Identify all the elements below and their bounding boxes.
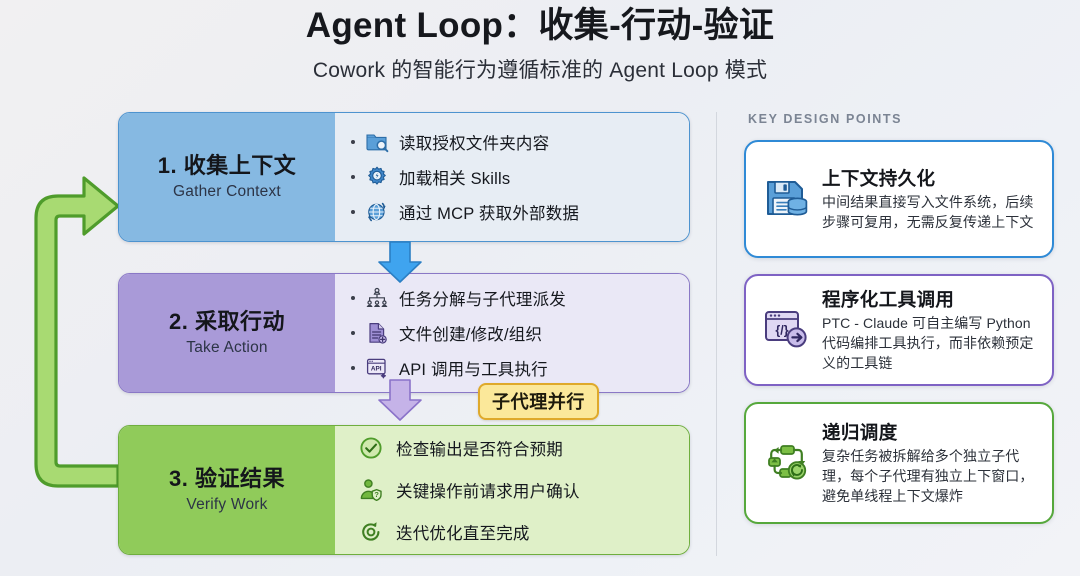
bullet-dot	[351, 366, 355, 370]
design-point-card-programmatic-tool-calling[interactable]: {/} 程序化工具调用 PTC - Claude 可自主编写 Python 代码…	[744, 274, 1054, 386]
bullet-text: 任务分解与子代理派发	[399, 291, 566, 309]
document-add-icon	[364, 320, 390, 346]
key-design-points-column: KEY DESIGN POINTS 上下文持久化 中间结果直接写入文件系统，后续…	[744, 112, 1054, 540]
svg-text:{/}: {/}	[775, 323, 788, 337]
flow-column: 1. 收集上下文 Gather Context 读取授权文件夹内容	[118, 112, 690, 555]
bullet-dot	[351, 140, 355, 144]
bullet-item: 任务分解与子代理派发	[351, 285, 677, 311]
step-bullets-panel: 任务分解与子代理派发 文件创建/修改/组织	[335, 274, 689, 392]
step-bullets-panel: 读取授权文件夹内容 加载相关 Skills	[335, 113, 689, 241]
bullet-text: API 调用与工具执行	[399, 361, 548, 379]
bullet-dot	[351, 296, 355, 300]
code-window-arrow-icon: {/}	[756, 304, 818, 356]
bullet-text: 关键操作前请求用户确认	[396, 483, 580, 501]
api-window-icon: API	[364, 355, 390, 381]
bullet-dot	[351, 331, 355, 335]
svg-text:API: API	[371, 365, 382, 372]
check-circle-icon	[357, 434, 385, 462]
step-title-en: Verify Work	[186, 496, 268, 514]
column-divider	[716, 112, 717, 556]
flow-step-gather-context[interactable]: 1. 收集上下文 Gather Context 读取授权文件夹内容	[118, 112, 690, 242]
card-description: 复杂任务被拆解给多个独立子代理，每个子代理有独立上下窗口，避免单线程上下文爆炸	[822, 448, 1034, 504]
section-label: KEY DESIGN POINTS	[748, 112, 903, 126]
feedback-loop-arrow-icon	[22, 138, 122, 543]
card-title: 递归调度	[822, 422, 898, 444]
card-description: 中间结果直接写入文件系统，后续步骤可复用，无需反复传递上下文	[822, 194, 1034, 230]
bullet-item: 加载相关 Skills	[351, 164, 677, 190]
bullet-text: 文件创建/修改/组织	[399, 326, 543, 344]
bullet-item: 迭代优化直至完成	[351, 518, 677, 546]
step-label-panel: 2. 采取行动 Take Action	[119, 274, 335, 392]
bullet-text: 检查输出是否符合预期	[396, 441, 563, 459]
page-title: Agent Loop：收集-行动-验证	[305, 6, 775, 45]
bullet-dot	[351, 175, 355, 179]
bullet-text: 迭代优化直至完成	[396, 525, 530, 543]
bullet-item: ? 关键操作前请求用户确认	[351, 476, 677, 504]
down-arrow-blue-icon	[372, 240, 428, 289]
bullet-item: 读取授权文件夹内容	[351, 129, 677, 155]
svg-text:?: ?	[374, 490, 379, 499]
step-title-cn: 3. 验证结果	[169, 465, 285, 491]
card-text: 上下文持久化 中间结果直接写入文件系统，后续步骤可复用，无需反复传递上下文	[818, 165, 1040, 233]
gear-lightning-icon	[364, 164, 390, 190]
user-shield-question-icon: ?	[357, 476, 385, 504]
flow-step-take-action[interactable]: 2. 采取行动 Take Action	[118, 273, 690, 393]
step-title-en: Gather Context	[173, 183, 281, 201]
down-arrow-purple-icon	[372, 378, 428, 427]
step-label-panel: 1. 收集上下文 Gather Context	[119, 113, 335, 241]
bullet-text: 加载相关 Skills	[399, 170, 511, 188]
bullet-text: 通过 MCP 获取外部数据	[399, 205, 580, 223]
parallel-subagents-badge: 子代理并行	[478, 383, 599, 420]
card-text: 递归调度 复杂任务被拆解给多个独立子代理，每个子代理有独立上下窗口，避免单线程上…	[818, 419, 1040, 507]
org-chart-icon	[364, 285, 390, 311]
folder-search-icon	[364, 129, 390, 155]
card-title: 上下文持久化	[822, 168, 936, 190]
bullet-item: API API 调用与工具执行	[351, 355, 677, 381]
design-point-card-context-persistence[interactable]: 上下文持久化 中间结果直接写入文件系统，后续步骤可复用，无需反复传递上下文	[744, 140, 1054, 258]
step-bullets-panel: 检查输出是否符合预期 ? 关键操作前请求用户确认	[335, 426, 689, 554]
bullet-item: 文件创建/修改/组织	[351, 320, 677, 346]
refresh-loop-icon	[357, 518, 385, 546]
card-title: 程序化工具调用	[822, 289, 955, 311]
bullet-item: 通过 MCP 获取外部数据	[351, 199, 677, 225]
bullet-dot	[351, 210, 355, 214]
globe-sync-icon	[364, 199, 390, 225]
floppy-database-icon	[756, 173, 818, 225]
page-subtitle: Cowork 的智能行为遵循标准的 Agent Loop 模式	[312, 58, 768, 82]
card-text: 程序化工具调用 PTC - Claude 可自主编写 Python 代码编排工具…	[818, 286, 1040, 374]
header: Agent Loop：收集-行动-验证 Cowork 的智能行为遵循标准的 Ag…	[0, 4, 1080, 84]
bullet-text: 读取授权文件夹内容	[399, 135, 550, 153]
step-title-cn: 2. 采取行动	[169, 308, 285, 334]
card-description: PTC - Claude 可自主编写 Python 代码编排工具执行，而非依赖预…	[822, 315, 1034, 371]
recursive-loop-icon	[756, 437, 818, 489]
step-title-en: Take Action	[186, 339, 268, 357]
design-point-card-recursive-dispatch[interactable]: 递归调度 复杂任务被拆解给多个独立子代理，每个子代理有独立上下窗口，避免单线程上…	[744, 402, 1054, 524]
flow-step-verify-work[interactable]: 3. 验证结果 Verify Work 检查输出是否符合预期	[118, 425, 690, 555]
bullet-item: 检查输出是否符合预期	[351, 434, 677, 462]
step-label-panel: 3. 验证结果 Verify Work	[119, 426, 335, 554]
step-title-cn: 1. 收集上下文	[157, 152, 297, 178]
